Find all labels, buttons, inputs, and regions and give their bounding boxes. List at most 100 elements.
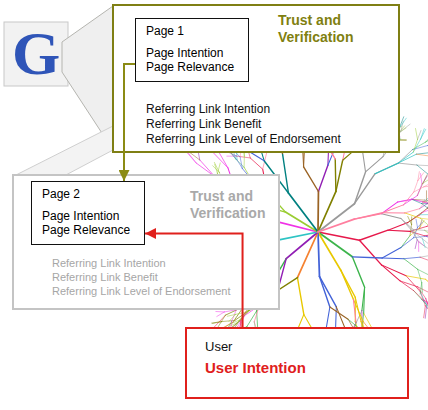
graph-stroke <box>381 265 400 281</box>
graph-stroke <box>413 229 425 230</box>
graph-stroke <box>425 233 428 235</box>
graph-stroke <box>416 219 418 227</box>
graph-stroke <box>318 232 319 276</box>
graph-stroke <box>353 299 363 321</box>
graph-stroke <box>354 213 382 219</box>
graph-stroke <box>341 270 354 299</box>
page-box: Page 2Page IntentionPage Relevance <box>31 181 145 245</box>
graph-stroke <box>317 191 319 232</box>
graph-stroke <box>232 155 237 160</box>
graph-stroke <box>421 283 423 293</box>
graph-stroke <box>326 307 330 329</box>
link-factor: Referring Link Level of Endorsement <box>146 132 341 147</box>
graph-stroke <box>416 154 428 156</box>
trust-panel: Trust and VerificationReferring Link Int… <box>12 174 280 310</box>
graph-stroke <box>406 276 425 280</box>
graph-stroke <box>424 183 428 187</box>
graph-stroke <box>420 257 428 261</box>
graph-stroke <box>318 219 354 232</box>
graph-stroke <box>417 165 428 174</box>
graph-stroke <box>353 299 356 322</box>
graph-stroke <box>405 213 421 218</box>
graph-stroke <box>359 230 388 240</box>
graph-stroke <box>399 118 406 128</box>
graph-stroke <box>244 156 245 167</box>
link-factor: Referring Link Benefit <box>52 270 158 284</box>
graph-stroke <box>418 130 421 139</box>
graph-stroke <box>318 204 354 232</box>
graph-stroke <box>330 307 348 319</box>
graph-stroke <box>222 320 235 321</box>
graph-stroke <box>250 158 262 169</box>
logo-tile <box>4 22 68 86</box>
graph-stroke <box>415 129 417 140</box>
graph-stroke <box>382 257 404 259</box>
graph-stroke <box>318 165 327 191</box>
graph-stroke <box>423 175 427 184</box>
graph-stroke <box>241 311 247 321</box>
graph-stroke <box>426 134 428 142</box>
graph-stroke <box>382 214 401 219</box>
graph-stroke <box>419 242 428 248</box>
page-box: Page 1Page IntentionPage Relevance <box>135 18 249 82</box>
graph-stroke <box>420 208 428 215</box>
graph-stroke <box>420 214 428 215</box>
graph-stroke <box>413 139 420 152</box>
graph-stroke <box>283 154 289 193</box>
graph-stroke <box>426 191 427 200</box>
graph-stroke <box>426 236 428 240</box>
graph-stroke <box>418 287 428 293</box>
graph-stroke <box>404 259 418 270</box>
graph-stroke <box>426 279 428 288</box>
graph-stroke <box>236 152 237 159</box>
graph-stroke <box>427 220 428 226</box>
link-factor: Referring Link Intention <box>52 256 166 270</box>
graph-stroke <box>418 287 426 299</box>
graph-stroke <box>424 306 426 318</box>
graph-stroke <box>383 212 405 213</box>
graph-stroke <box>425 234 428 236</box>
callout-wedge <box>62 6 113 150</box>
graph-stroke <box>399 128 406 133</box>
graph-stroke <box>398 150 412 163</box>
graph-stroke <box>426 136 428 142</box>
graph-stroke <box>388 223 408 231</box>
graph-stroke <box>418 269 428 275</box>
user-label: User <box>205 339 232 355</box>
link-factor: Referring Link Level of Endorsement <box>52 284 231 298</box>
page-factor: Page Relevance <box>146 60 234 74</box>
graph-stroke <box>217 163 220 174</box>
graph-stroke <box>401 124 410 131</box>
page-factor: Page 1 <box>146 24 184 38</box>
graph-stroke <box>352 257 364 287</box>
graph-stroke <box>212 151 228 168</box>
graph-stroke <box>318 232 352 257</box>
graph-stroke <box>425 306 426 319</box>
graph-stroke <box>352 257 382 258</box>
graph-stroke <box>420 283 422 294</box>
graph-stroke <box>235 311 249 321</box>
graph-stroke <box>401 218 412 230</box>
panel-heading: Trust and Verification <box>278 12 394 46</box>
graph-stroke <box>354 174 375 204</box>
graph-stroke <box>388 230 410 231</box>
graph-stroke <box>426 236 428 238</box>
graph-stroke <box>403 192 413 205</box>
link-factor: Referring Link Benefit <box>146 117 261 132</box>
graph-stroke <box>297 278 303 315</box>
user-box: UserUser Intention <box>185 327 409 399</box>
graph-stroke <box>420 218 428 227</box>
graph-stroke <box>398 163 417 165</box>
graph-stroke <box>418 173 424 181</box>
page-factor: Page Intention <box>42 209 119 223</box>
graph-stroke <box>359 240 381 265</box>
graph-stroke <box>231 320 239 323</box>
graph-stroke <box>366 157 383 172</box>
graph-stroke <box>418 242 419 251</box>
graph-stroke <box>422 179 428 184</box>
graph-stroke <box>319 276 329 306</box>
panel-heading: Trust and Verification <box>190 188 276 222</box>
graph-stroke <box>354 172 365 204</box>
graph-stroke <box>304 167 319 192</box>
graph-stroke <box>383 205 404 213</box>
